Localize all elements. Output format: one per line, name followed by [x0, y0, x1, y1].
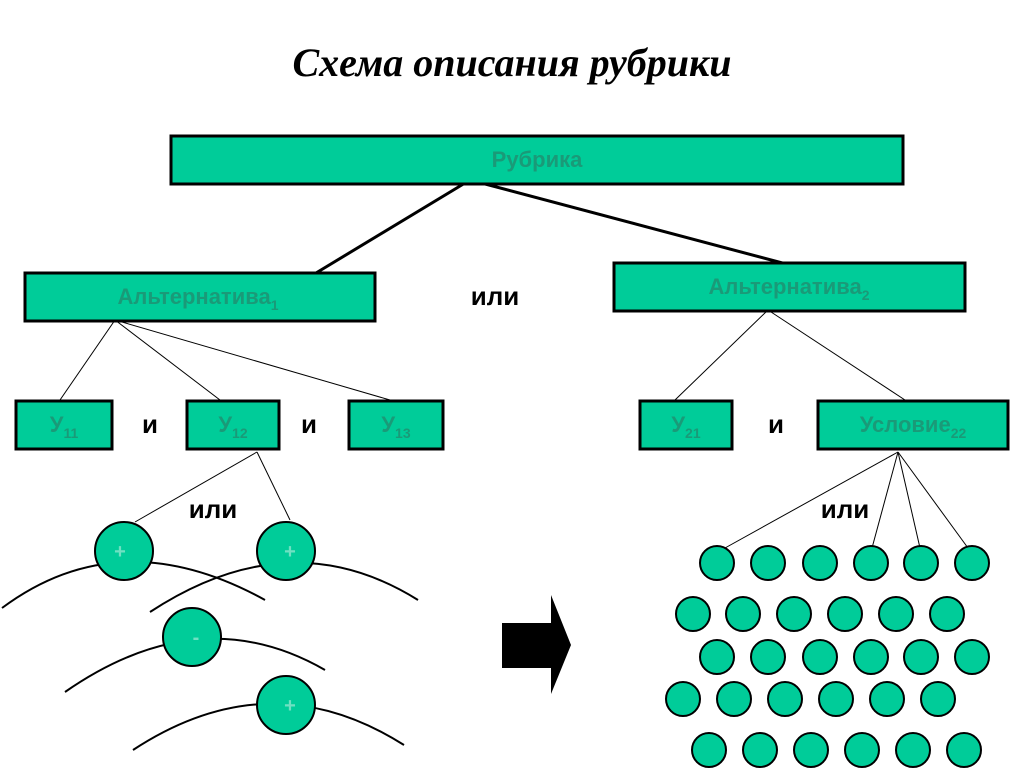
alternative-1-label: Альтернатива1 [118, 284, 279, 313]
result-circle-18 [954, 639, 990, 675]
or-connector-right: или [821, 494, 869, 524]
result-circle-23 [869, 681, 905, 717]
root-box: Рубрика [169, 134, 905, 186]
result-circle-14 [750, 639, 786, 675]
result-circles-grid [665, 545, 990, 768]
result-circle-24 [920, 681, 956, 717]
result-circle-5 [903, 545, 939, 581]
alt1-to-u12-line [114, 319, 221, 401]
alternative-2-box: Альтернатива2 [612, 261, 967, 313]
condition-u12-label: У12 [218, 412, 247, 441]
alt2-to-cond22-line [767, 309, 906, 401]
result-circle-11 [878, 596, 914, 632]
alternative-1-box: Альтернатива1 [23, 271, 377, 323]
example-circle-3: - [162, 607, 222, 667]
page-title: Схема описания рубрики [292, 40, 731, 85]
condition-22-box: Условие22 [816, 399, 1010, 451]
result-circle-21 [767, 681, 803, 717]
result-circle-12 [929, 596, 965, 632]
result-circle-16 [853, 639, 889, 675]
result-circle-2 [750, 545, 786, 581]
u12-to-example-1-line [134, 451, 258, 523]
example-sign-3: - [193, 627, 200, 649]
result-circle-9 [776, 596, 812, 632]
result-circle-17 [903, 639, 939, 675]
root-label: Рубрика [492, 147, 583, 172]
condition-22-label: Условие22 [860, 412, 967, 441]
condition-u11-label: У11 [50, 412, 79, 441]
alt2-to-u21-line [674, 309, 769, 401]
example-circle-4: + [256, 675, 316, 735]
result-circle-7 [675, 596, 711, 632]
result-circle-10 [827, 596, 863, 632]
result-circle-6 [954, 545, 990, 581]
or-connector-left: или [189, 494, 237, 524]
and-connector-2: и [301, 409, 317, 439]
example-circle-1: + [94, 521, 154, 581]
example-sign-2: + [284, 541, 296, 563]
result-circle-8 [725, 596, 761, 632]
condition-u21-box: У21 [638, 399, 734, 451]
and-connector-1: и [142, 409, 158, 439]
condition-u13-box: У13 [347, 399, 445, 451]
example-sign-1: + [114, 541, 126, 563]
condition-u12-box: У12 [185, 399, 281, 451]
condition-u21-label: У21 [671, 412, 700, 441]
u12-to-example-2-line [256, 451, 291, 521]
example-sign-4: + [284, 695, 296, 717]
example-circle-2: + [256, 521, 316, 581]
or-connector-top: или [471, 281, 519, 311]
result-circle-29 [895, 732, 931, 768]
alternative-2-label: Альтернатива2 [709, 274, 870, 303]
cond22-to-result-4-line [897, 451, 969, 549]
result-circle-4 [853, 545, 889, 581]
result-circle-20 [716, 681, 752, 717]
result-circle-27 [793, 732, 829, 768]
result-circle-19 [665, 681, 701, 717]
cond22-to-result-1-line [724, 451, 899, 549]
result-circle-1 [699, 545, 735, 581]
cond22-to-result-2-line [871, 451, 899, 549]
root-to-alternative-2-line [469, 178, 791, 267]
result-circle-26 [742, 732, 778, 768]
result-circle-3 [802, 545, 838, 581]
cond22-to-result-3-line [897, 451, 921, 549]
root-to-alternative-1-line [315, 178, 471, 275]
alt1-to-u11-line [59, 319, 116, 401]
and-connector-3: и [768, 409, 784, 439]
right-arrow-icon [502, 595, 571, 694]
condition-u13-label: У13 [381, 412, 410, 441]
alt1-to-u13-line [114, 319, 391, 401]
result-circle-22 [818, 681, 854, 717]
result-circle-28 [844, 732, 880, 768]
condition-u11-box: У11 [14, 399, 114, 451]
result-circle-13 [699, 639, 735, 675]
result-circle-30 [946, 732, 982, 768]
result-circle-25 [691, 732, 727, 768]
result-circle-15 [802, 639, 838, 675]
